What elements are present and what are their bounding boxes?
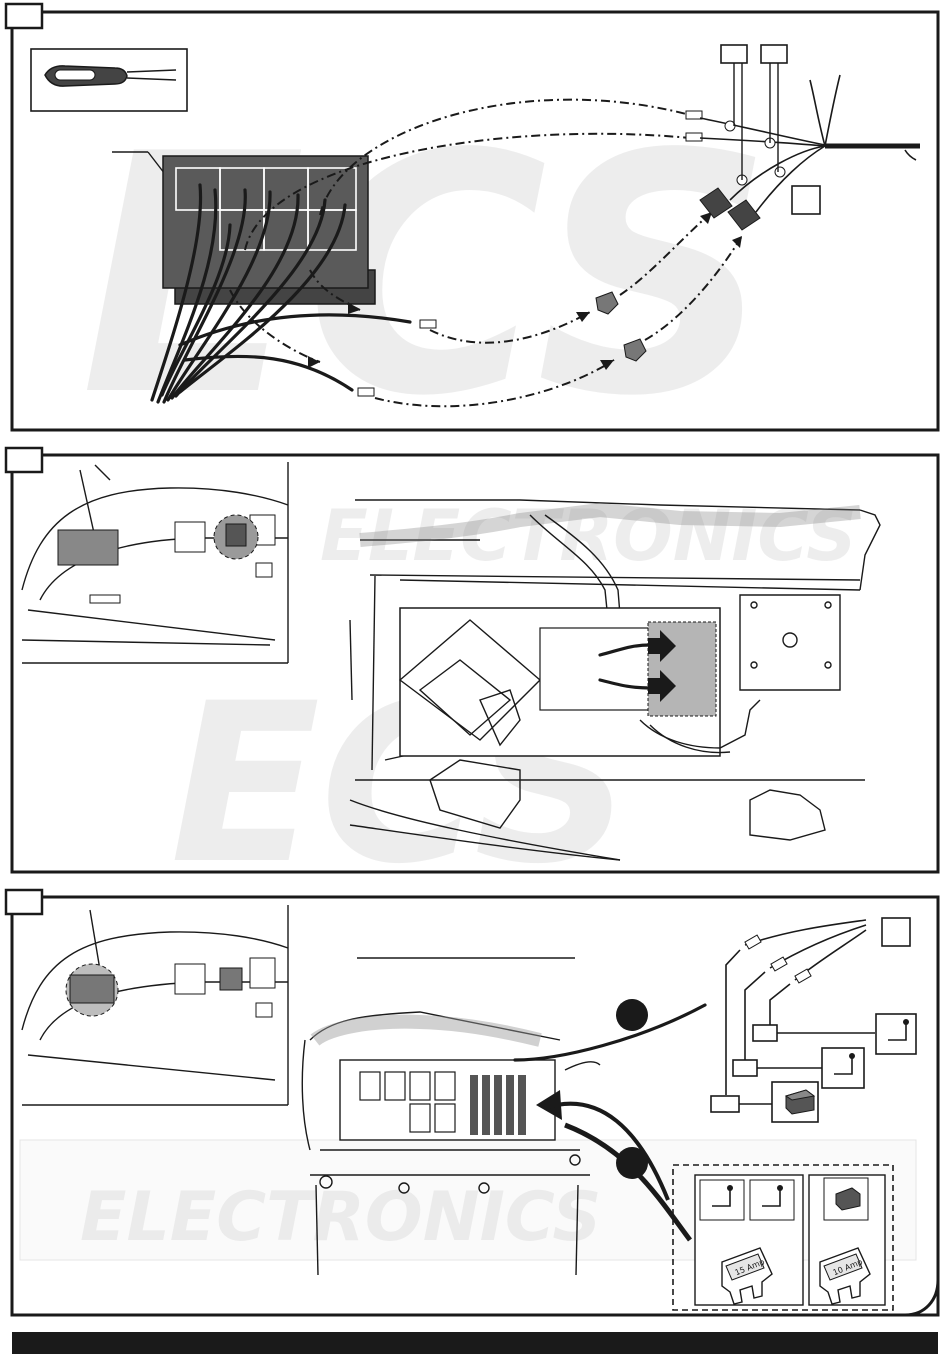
vehicle-connector-block [163,156,375,304]
step-number-box-2 [6,448,42,472]
footer-bar [12,1332,938,1354]
panel-2: ELECTRONICS ECS [6,448,938,912]
watermark-brand-sub-2: ELECTRONICS [80,1178,601,1257]
panel-3: ELECTRONICS [6,890,938,1315]
step-dot-2 [616,1147,648,1179]
step-dot-1 [616,999,648,1031]
step-number-box-1 [6,4,42,28]
release-tool-inset [31,49,187,111]
panel-1: ECS [6,4,938,468]
step-number-box-3 [6,890,42,914]
fuse-kit: 15 Amp 10 Amp [673,1165,893,1310]
